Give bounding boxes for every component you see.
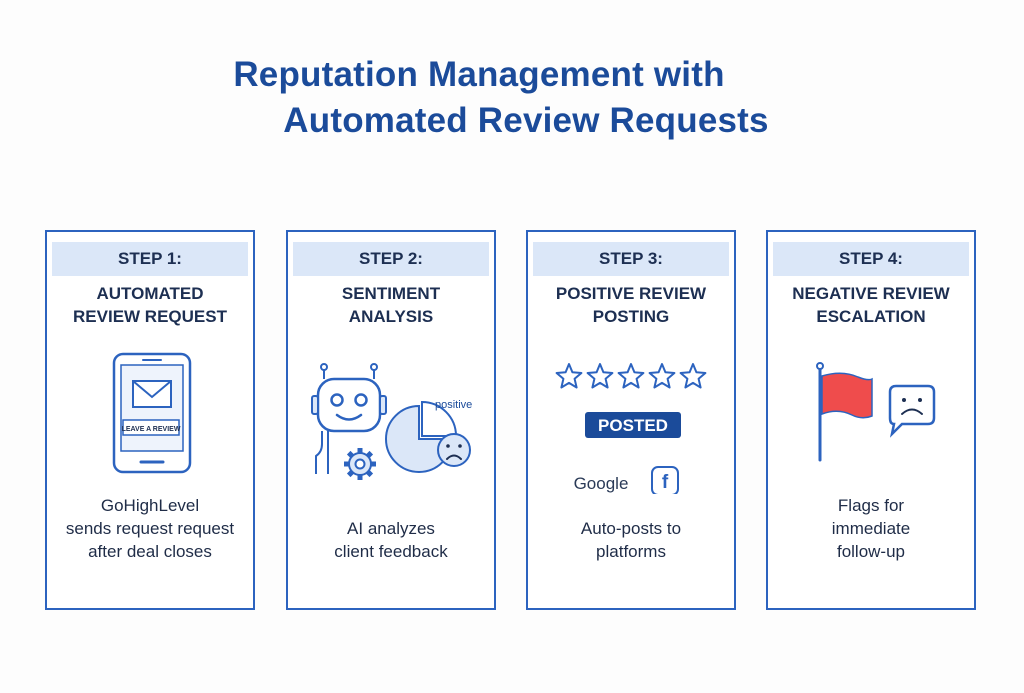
step-2-description: AI analyzes client feedback (288, 494, 494, 563)
step-2-heading: SENTIMENT ANALYSIS (288, 282, 494, 328)
smartphone-icon (112, 352, 192, 474)
step-1-heading-line-2: REVIEW REQUEST (73, 307, 227, 326)
envelope-icon (132, 380, 172, 408)
page-title: Reputation Management with Automated Rev… (0, 52, 1024, 144)
svg-text:f: f (662, 472, 669, 493)
step-2-illustration: positive (311, 363, 472, 480)
step-4-heading: NEGATIVE REVIEW ESCALATION (768, 282, 974, 328)
step-1-description-line-2: sends request request (65, 519, 235, 538)
star-icon (555, 363, 583, 389)
step-2-label: STEP 2: (293, 242, 489, 276)
posted-badge (585, 412, 681, 438)
red-flag-icon (816, 362, 873, 462)
step-3-description-line-2: platforms (596, 542, 666, 561)
step-1-heading: AUTOMATED REVIEW REQUEST (47, 282, 253, 328)
step-3-description-line-1: Auto-posts to (580, 519, 682, 538)
step-4-description-line-3: follow-up (836, 542, 906, 561)
step-4-card: STEP 4: NEGATIVE REVIEW ESCALATION Flags… (766, 230, 976, 610)
step-1-label: STEP 1: (52, 242, 248, 276)
leave-review-button (122, 419, 180, 436)
step-2-description-line-1: AI analyzes (347, 519, 435, 538)
sad-face-icon (437, 433, 471, 467)
robot-icon (311, 363, 387, 474)
step-4-label: STEP 4: (773, 242, 969, 276)
step-1-heading-line-1: AUTOMATED (96, 284, 204, 303)
step-1-illustration: LEAVE A REVIEW (112, 352, 192, 474)
step-4-heading-line-2: ESCALATION (816, 307, 926, 326)
star-icon (679, 363, 707, 389)
positive-label: positive (435, 399, 472, 411)
google-logo: Google (574, 474, 629, 493)
step-3-label: STEP 3: (533, 242, 729, 276)
step-1-card: STEP 1: AUTOMATED REVIEW REQUEST LEAVE A… (45, 230, 255, 610)
sad-face-speech-bubble-icon (888, 384, 936, 438)
step-4-heading-line-1: NEGATIVE REVIEW (792, 284, 950, 303)
five-star-rating (555, 363, 707, 389)
step-3-heading-line-1: POSITIVE REVIEW (555, 284, 707, 303)
star-icon (648, 363, 676, 389)
step-4-description-line-2: immediate (831, 519, 911, 538)
step-2-heading-line-1: SENTIMENT (341, 284, 441, 303)
star-icon (586, 363, 614, 389)
leave-review-text: LEAVE A REVIEW (122, 426, 181, 433)
step-1-description-line-3: after deal closes (88, 542, 212, 561)
facebook-icon: f (651, 466, 679, 494)
step-2-heading-line-2: ANALYSIS (348, 307, 434, 326)
step-4-illustration (816, 362, 936, 462)
title-line-1: Reputation Management with (233, 55, 725, 94)
step-3-illustration: POSTED Google f (555, 363, 707, 494)
step-2-card: STEP 2: SENTIMENT ANALYSIS (286, 230, 496, 610)
step-4-description: Flags for immediate follow-up (768, 494, 974, 563)
step-3-heading: POSITIVE REVIEW POSTING (528, 282, 734, 328)
gear-icon (344, 448, 376, 480)
step-3-description: Auto-posts to platforms (528, 494, 734, 563)
step-2-description-line-2: client feedback (334, 542, 448, 561)
title-line-2: Automated Review Requests (283, 101, 769, 140)
step-1-description: GoHighLevel sends request request after … (47, 494, 253, 563)
posted-badge-text: POSTED (598, 416, 668, 435)
step-1-description-line-1: GoHighLevel (100, 496, 200, 515)
step-4-description-line-1: Flags for (837, 496, 905, 515)
star-icon (617, 363, 645, 389)
step-3-heading-line-2: POSTING (592, 307, 670, 326)
step-3-card: STEP 3: POSITIVE REVIEW POSTING POSTED G… (526, 230, 736, 610)
